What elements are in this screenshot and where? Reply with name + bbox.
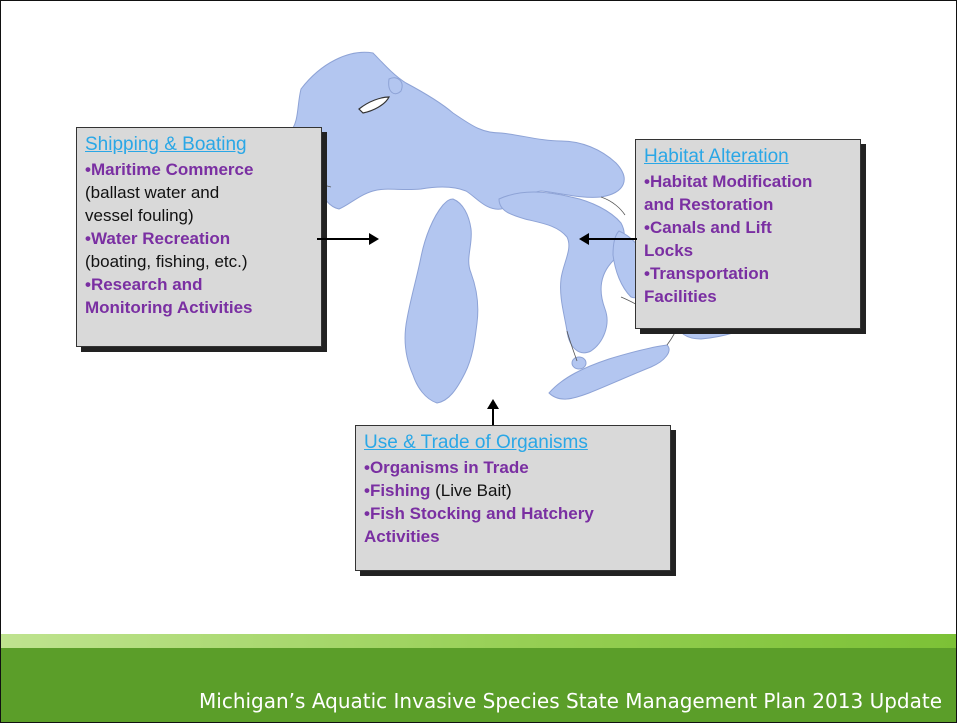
list-item: •Water Recreation	[85, 229, 231, 248]
lake-nipigon-shape	[388, 77, 403, 95]
list-item: •Canals and Lift	[644, 218, 772, 237]
list-item: (ballast water and	[85, 183, 220, 202]
use-trade-organisms-title: Use & Trade of Organisms	[364, 432, 588, 453]
list-item: vessel fouling)	[85, 206, 194, 225]
list-item: •Transportation	[644, 264, 769, 283]
shipping-boating-title: Shipping & Boating	[85, 134, 247, 155]
habitat-alteration-callout: Habitat Alteration •Habitat Modification…	[635, 139, 861, 329]
list-item: •Fish Stocking and Hatchery	[364, 504, 594, 523]
habitat-alteration-title: Habitat Alteration	[644, 146, 789, 167]
isle-royale-shape	[358, 96, 390, 114]
list-item: Monitoring Activities	[85, 298, 253, 317]
arrow-right-icon	[317, 233, 379, 245]
shipping-boating-callout: Shipping & Boating •Maritime Commerce (b…	[76, 127, 322, 347]
footer-accent-band	[1, 634, 956, 648]
lake-st-clair-shape	[571, 356, 587, 370]
list-item: •Research and	[85, 275, 203, 294]
arrow-up-icon	[487, 399, 499, 425]
lake-huron-shape	[498, 191, 625, 354]
arrow-left-icon	[579, 233, 637, 245]
list-item: Locks	[644, 241, 694, 260]
list-item: Activities	[364, 527, 440, 546]
list-item: •Fishing (Live Bait)	[364, 481, 512, 500]
list-item: and Restoration	[644, 195, 774, 214]
list-item: •Organisms in Trade	[364, 458, 529, 477]
footer-bar: Michigan’s Aquatic Invasive Species Stat…	[1, 648, 956, 722]
list-item: •Maritime Commerce	[85, 160, 254, 179]
footer-title: Michigan’s Aquatic Invasive Species Stat…	[199, 689, 942, 713]
lake-erie-shape	[548, 344, 670, 400]
list-item: (boating, fishing, etc.)	[85, 252, 248, 271]
use-trade-organisms-callout: Use & Trade of Organisms •Organisms in T…	[355, 425, 671, 571]
list-item: •Habitat Modification	[644, 172, 813, 191]
list-item: Facilities	[644, 287, 717, 306]
lake-michigan-shape	[404, 198, 479, 404]
